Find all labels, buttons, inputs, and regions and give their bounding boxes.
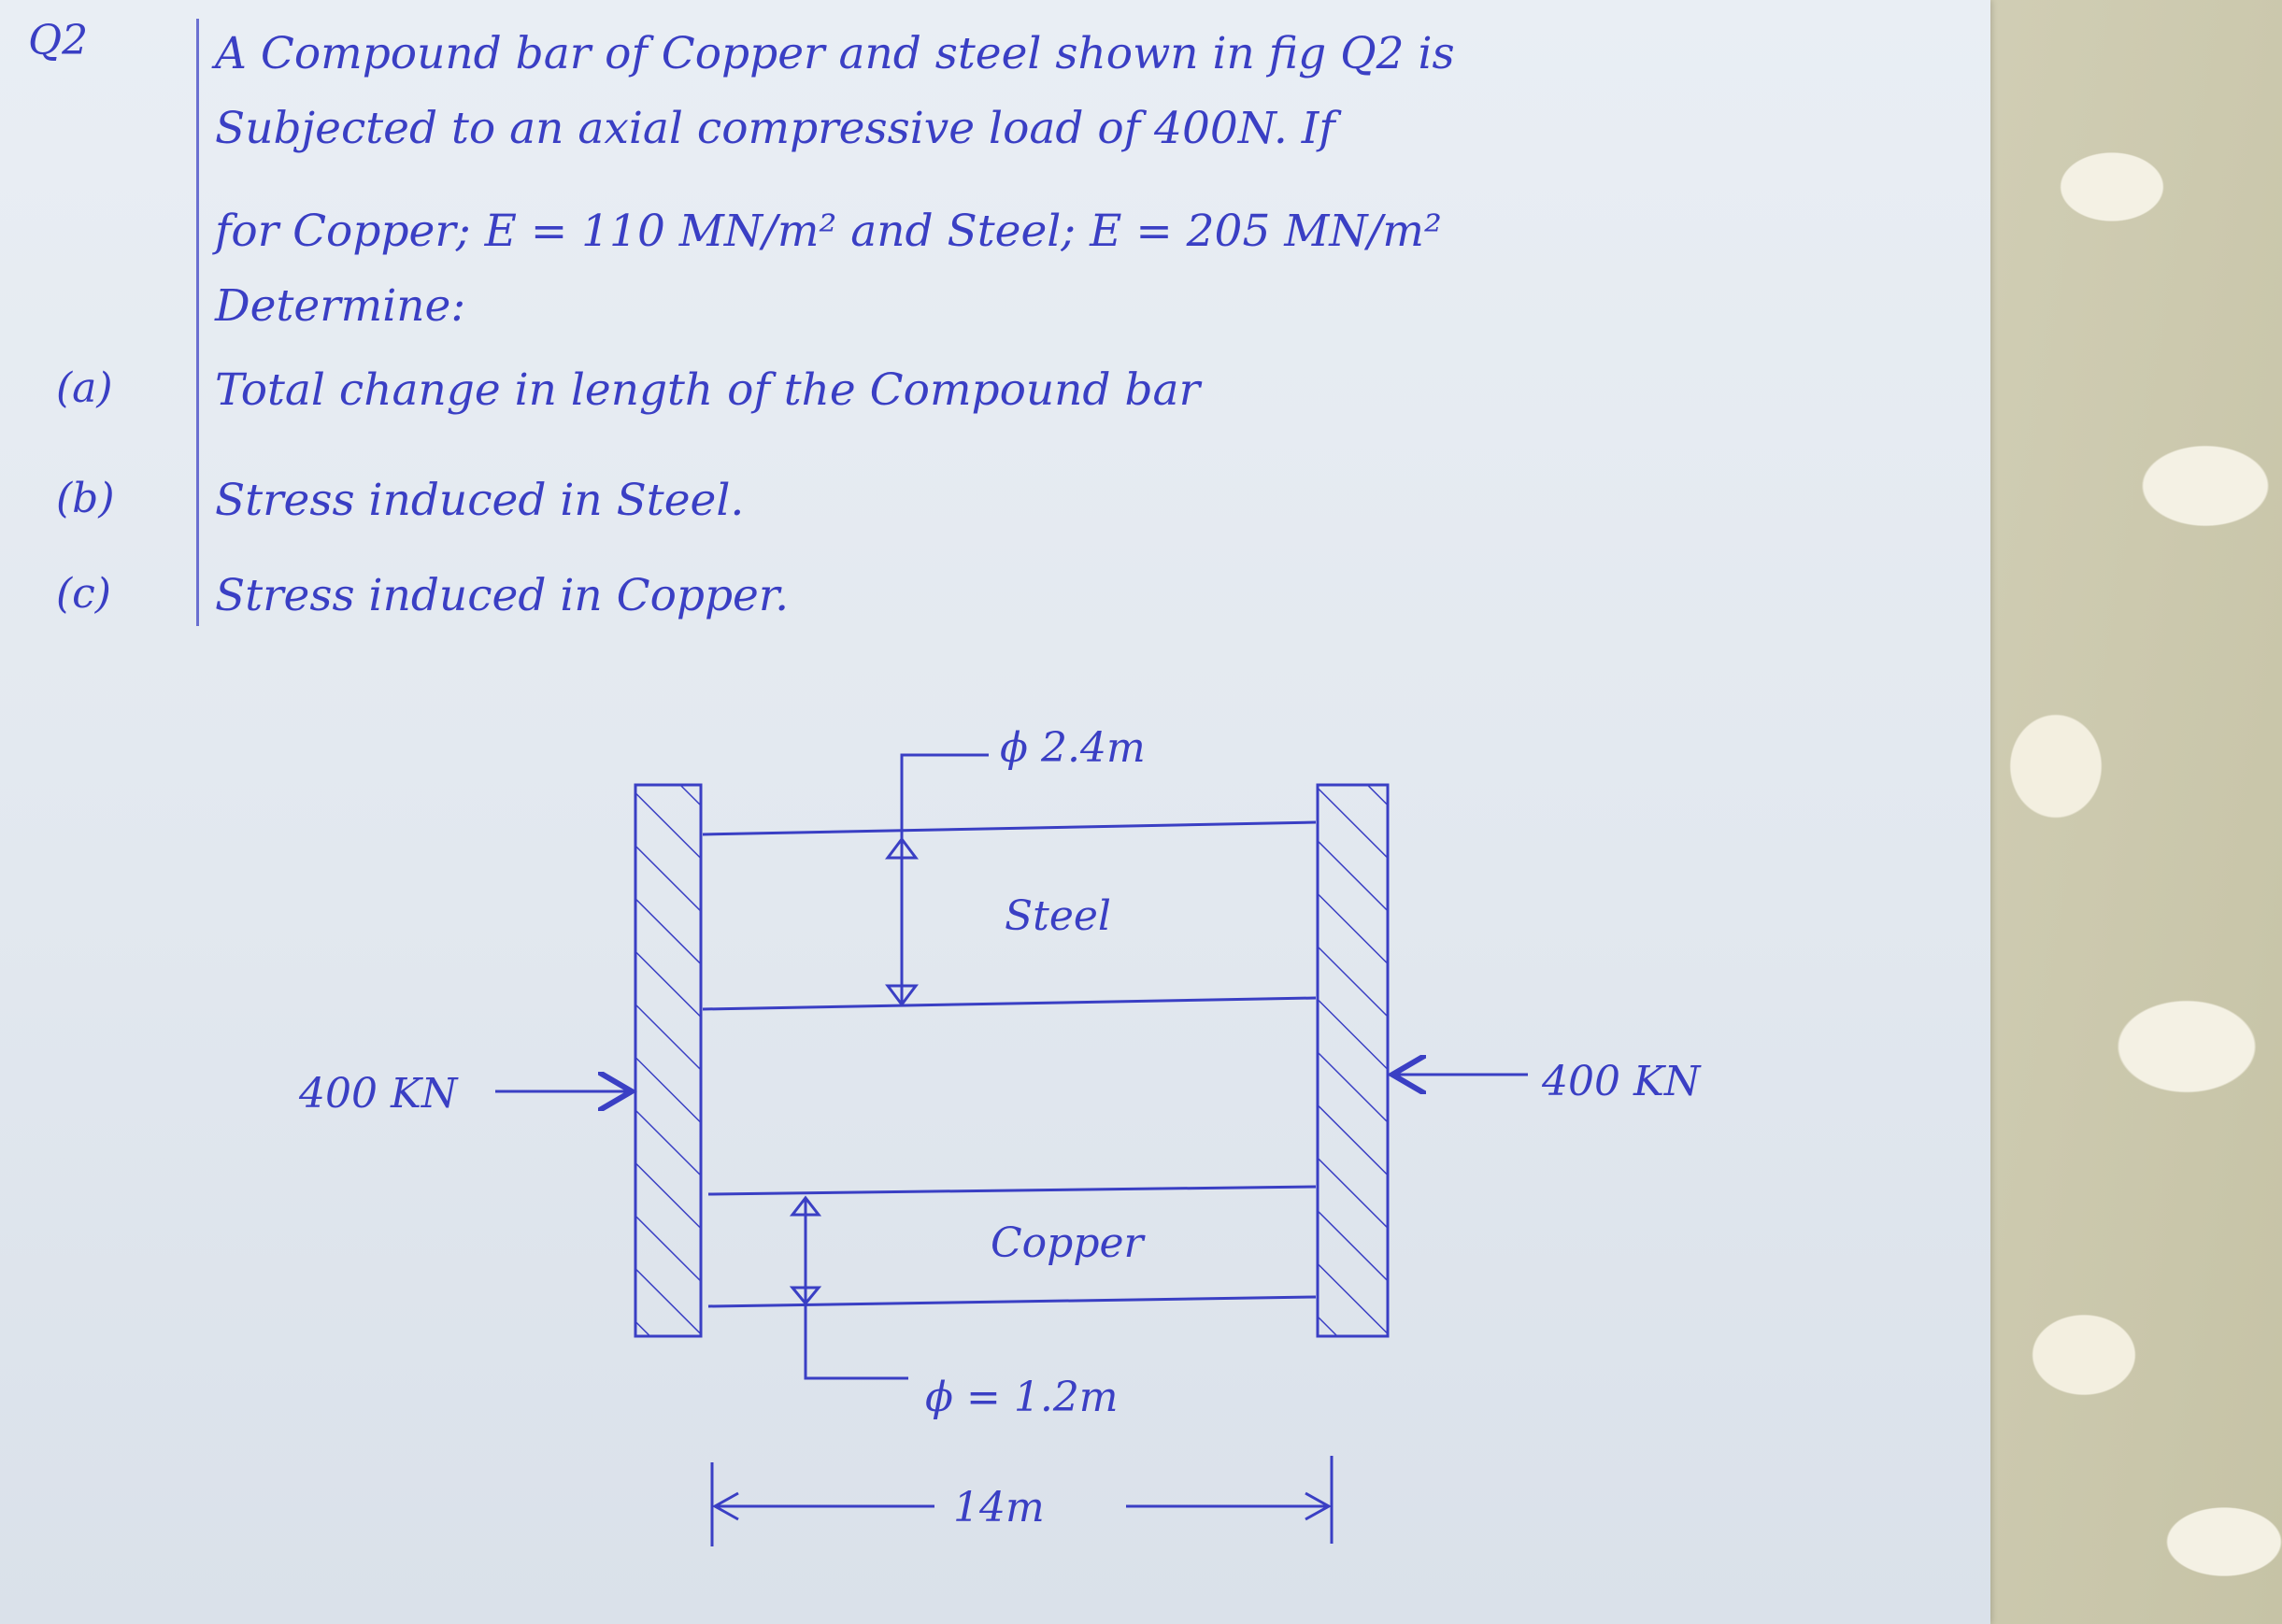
part-b-text: Stress induced in Steel. (215, 475, 745, 526)
copper-diameter-label: ϕ = 1.2m (925, 1374, 1119, 1421)
copper-label: Copper (991, 1219, 1147, 1267)
steel-bottom-edge (702, 996, 1317, 1011)
margin-rule (196, 19, 199, 626)
length-label: 14m (953, 1484, 1045, 1531)
part-a-text: Total change in length of the Compound b… (215, 364, 1201, 416)
left-load-label: 400 KN (298, 1070, 459, 1118)
part-c-label: (c) (56, 570, 111, 618)
copper-bottom-edge (707, 1295, 1317, 1308)
right-wall (1316, 783, 1390, 1338)
steel-top-edge (702, 820, 1317, 836)
part-c-text: Stress induced in Copper. (215, 570, 790, 621)
question-line-1: A Compound bar of Copper and steel shown… (215, 28, 1455, 79)
part-a-label: (a) (56, 364, 113, 412)
question-line-2: Subjected to an axial compressive load o… (215, 103, 1335, 154)
question-line-3: for Copper; E = 110 MN/m² and Steel; E =… (215, 206, 1442, 257)
steel-label: Steel (1005, 892, 1111, 940)
copper-top-edge (707, 1185, 1317, 1196)
steel-diameter-label: ϕ 2.4m (1000, 724, 1146, 772)
right-load-label: 400 KN (1541, 1058, 1702, 1105)
question-number: Q2 (28, 17, 89, 64)
left-wall (634, 783, 703, 1338)
question-line-4: Determine: (215, 280, 466, 332)
paper-sheet (0, 0, 1990, 1624)
part-b-label: (b) (56, 475, 115, 522)
